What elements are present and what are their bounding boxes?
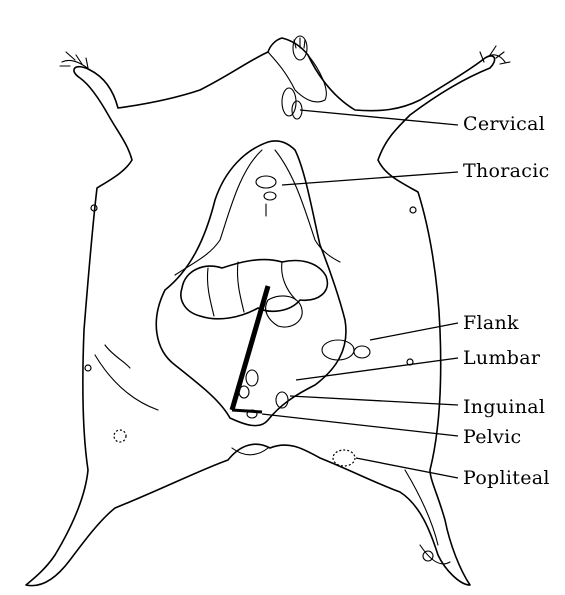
label-popliteal: Popliteal — [463, 467, 550, 489]
major-vessel — [232, 286, 268, 412]
label-lumbar: Lumbar — [463, 347, 540, 369]
label-inguinal: Inguinal — [463, 396, 545, 418]
thoracic-node-icon — [256, 176, 276, 216]
tail-base — [232, 448, 268, 455]
cervical-node-icon — [282, 88, 302, 119]
label-thoracic: Thoracic — [463, 160, 550, 182]
rib-line-left — [175, 150, 262, 275]
thoracic-cavity — [156, 141, 346, 426]
label-cervical: Cervical — [463, 113, 545, 135]
rib-line-right — [275, 150, 340, 262]
label-flank: Flank — [463, 312, 519, 334]
liver-lobes — [181, 260, 328, 319]
flank-node-icon — [322, 340, 370, 360]
label-pelvic: Pelvic — [463, 426, 522, 448]
hind-right-leg — [405, 470, 450, 564]
popliteal-node-icon — [114, 430, 355, 466]
hind-left-leg — [95, 345, 158, 410]
